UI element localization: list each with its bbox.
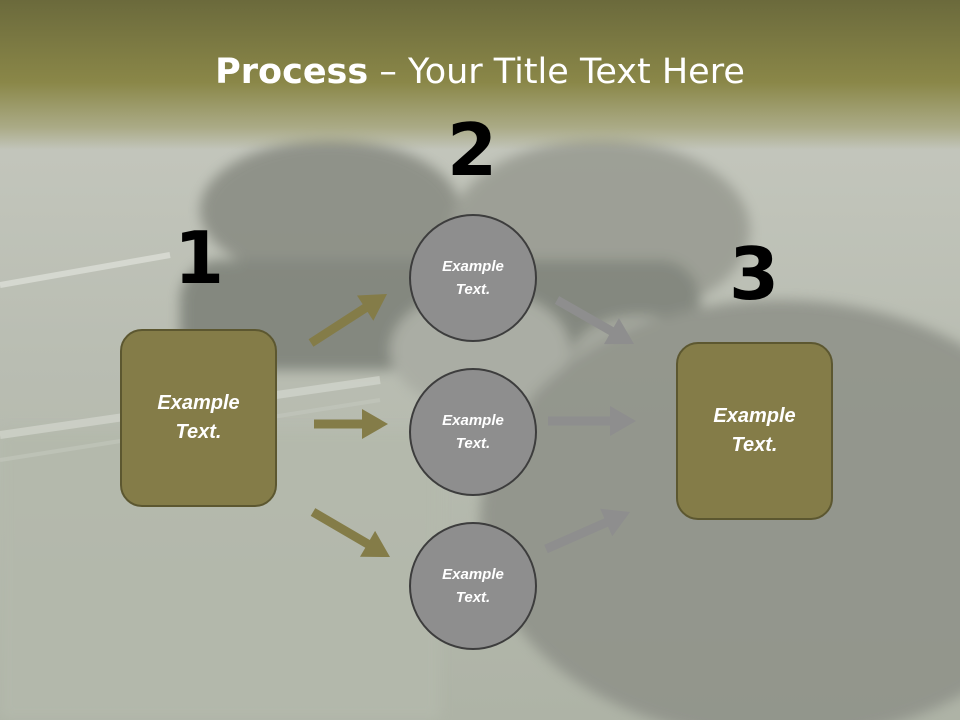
process-circle-2: Example Text. [409,368,537,496]
arrow-left-to-circle-2 [314,409,388,439]
step-box-right: Example Text. [676,342,833,520]
arrow-circle-2-to-right [548,406,636,436]
slide-title: Process – Your Title Text Here [0,52,960,92]
title-rest: – Your Title Text Here [368,52,745,92]
arrow-circle-1-to-right [554,296,634,345]
process-circle-3-text: Example Text. [442,566,504,606]
step-box-left: Example Text. [120,329,277,507]
process-circle-1: Example Text. [409,214,537,342]
title-bold: Process [215,52,369,92]
arrow-circle-3-to-right [544,508,630,554]
arrow-left-to-circle-1 [308,294,387,347]
process-circle-3: Example Text. [409,522,537,650]
step-number-1: 1 [173,216,225,300]
process-circle-1-text: Example Text. [442,258,504,298]
title-bar [0,0,960,150]
step-number-2: 2 [446,108,498,192]
step-number-3: 3 [728,232,780,316]
step-box-left-text: Example Text. [157,392,240,443]
arrow-left-to-circle-3 [310,508,390,557]
step-box-right-text: Example Text. [713,405,796,456]
process-circle-2-text: Example Text. [442,412,504,452]
